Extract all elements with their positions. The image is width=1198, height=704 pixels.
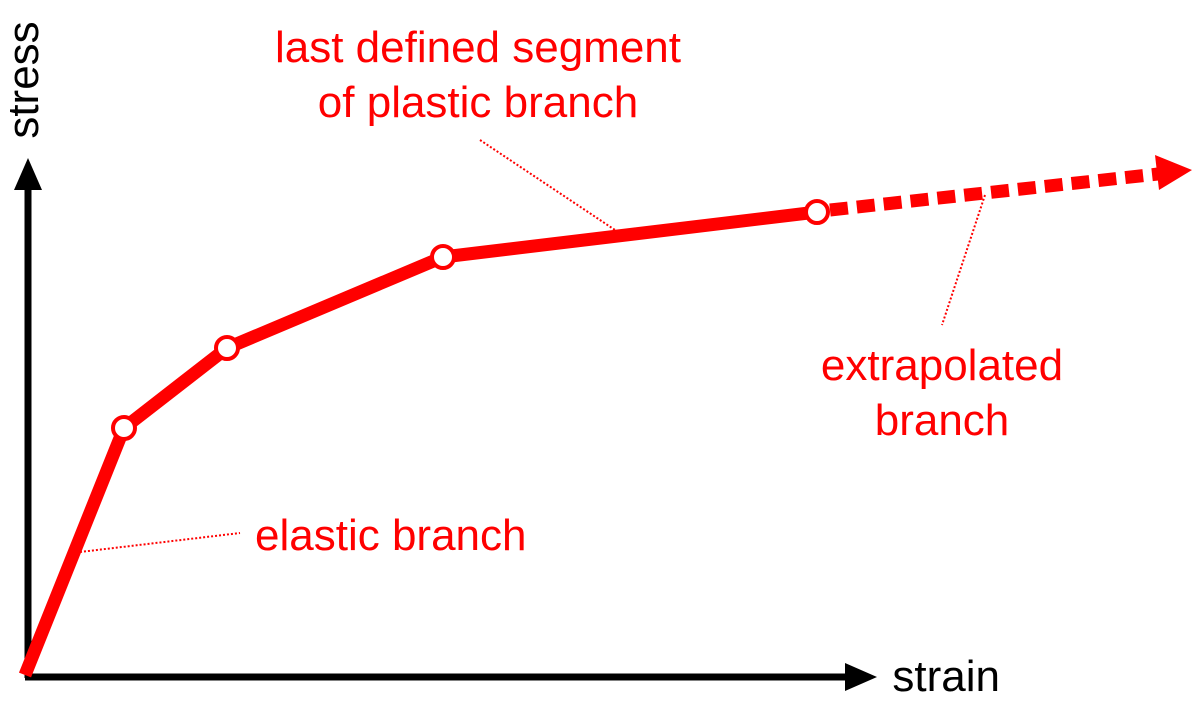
last-segment-leader-line: [479, 139, 616, 231]
curve-node: [214, 335, 240, 361]
extrapolated-leader-line: [941, 194, 986, 326]
last-segment-label-line1: last defined segment: [275, 23, 681, 72]
extrapolated-label-line2: branch: [875, 396, 1010, 445]
extrapolated-arrowhead-icon: [1155, 155, 1192, 190]
stress-strain-curve: [18, 205, 818, 678]
y-axis: [14, 158, 42, 678]
curve-node: [804, 199, 830, 225]
extrapolated-branch: [829, 167, 1159, 217]
extrapolated-label-line1: extrapolated: [821, 341, 1063, 390]
curve-node: [430, 244, 456, 270]
x-axis-label: strain: [892, 652, 1000, 701]
y-axis-label: stress: [0, 21, 48, 138]
elastic-leader-line: [79, 532, 241, 553]
curve-node: [111, 415, 137, 441]
last-segment-label-line2: of plastic branch: [318, 78, 638, 127]
x-axis: [25, 663, 877, 691]
elastic-label: elastic branch: [255, 511, 526, 560]
x-axis-arrowhead-icon: [845, 663, 877, 691]
y-axis-arrowhead-icon: [14, 158, 42, 190]
